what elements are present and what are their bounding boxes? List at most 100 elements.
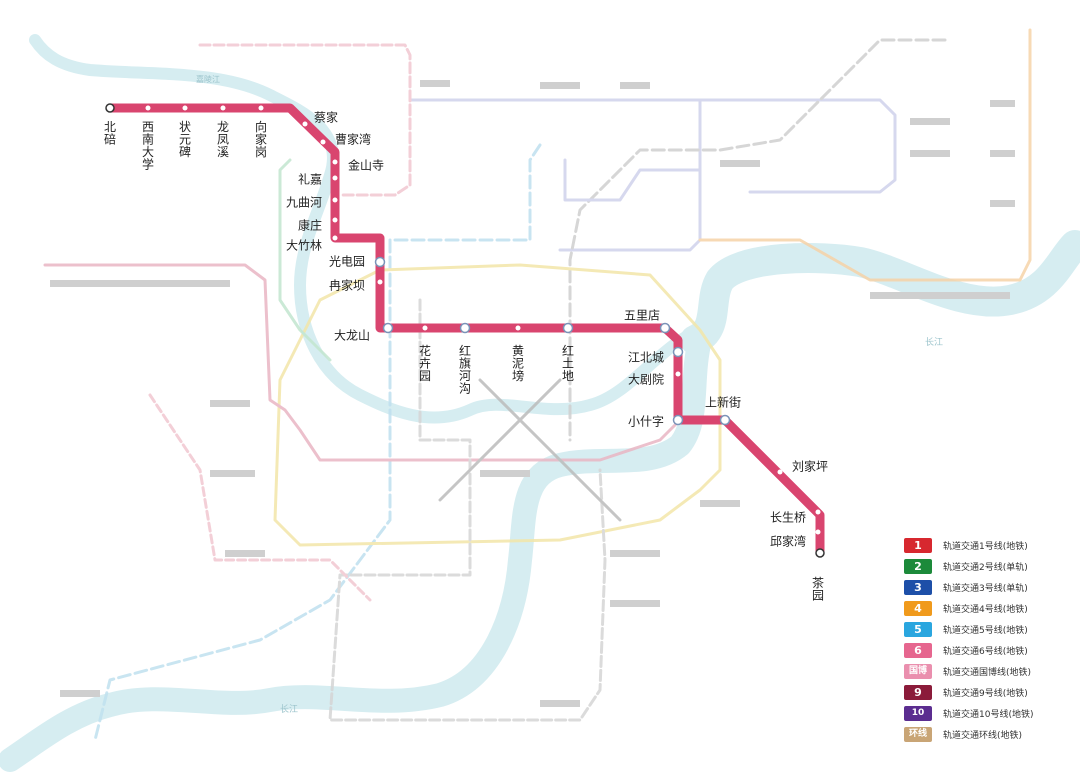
station-marker[interactable] xyxy=(377,279,383,285)
station-label: 康庄 xyxy=(298,218,322,233)
legend-item: 国博轨道交通国博线(地铁) xyxy=(904,661,1074,682)
station-marker[interactable] xyxy=(777,469,783,475)
bg-line-grey-center xyxy=(328,298,607,722)
station-label: 红土地 xyxy=(562,343,574,383)
station-label: 曹家湾 xyxy=(335,132,371,147)
station-marker[interactable] xyxy=(258,105,264,111)
bg-label-block xyxy=(910,118,950,125)
station-marker[interactable] xyxy=(332,217,338,223)
bg-label-block xyxy=(60,690,100,697)
bg-label-block xyxy=(540,700,580,707)
station-marker[interactable] xyxy=(422,325,428,331)
station-label: 冉家坝 xyxy=(329,278,365,293)
bg-label-block xyxy=(210,470,255,477)
background-labels xyxy=(50,80,1015,707)
station-label: 大剧院 xyxy=(628,373,664,387)
bg-line-pink-south xyxy=(148,393,372,602)
rivers: 长江 长江 嘉陵江 xyxy=(0,34,1080,772)
yangtze-river-east xyxy=(680,230,1080,355)
station-marker[interactable] xyxy=(672,414,684,426)
bg-label-block xyxy=(480,470,530,477)
station-marker[interactable] xyxy=(374,256,386,268)
station-marker[interactable] xyxy=(672,346,684,358)
station-label: 状元碑 xyxy=(179,120,191,159)
station-label: 黄泥塝 xyxy=(512,344,524,383)
legend-swatch: 1 xyxy=(904,538,932,553)
station-label: 蔡家 xyxy=(314,110,338,125)
station-label: 西南大学 xyxy=(142,120,154,172)
station-marker[interactable] xyxy=(332,235,338,241)
station-marker[interactable] xyxy=(382,322,394,334)
station-marker[interactable] xyxy=(675,371,681,377)
bg-label-block xyxy=(870,292,1010,299)
station-label: 花卉园 xyxy=(419,343,431,383)
station-label: 光电园 xyxy=(329,255,365,269)
station-marker[interactable] xyxy=(515,325,521,331)
bg-label-block xyxy=(720,160,760,167)
legend-label: 轨道交通6号线(地铁) xyxy=(943,647,1028,657)
river-label-yangtze-east: 长江 xyxy=(925,336,943,348)
bg-line-yellow-loop xyxy=(273,263,722,547)
legend-swatch: 5 xyxy=(904,622,932,637)
station-label: 刘家坪 xyxy=(792,459,828,474)
station-marker[interactable] xyxy=(659,322,671,334)
station-marker[interactable] xyxy=(459,322,471,334)
bg-label-block xyxy=(620,82,650,89)
line-6-track xyxy=(105,103,825,558)
bg-line-grey-diagonal xyxy=(438,378,622,522)
bg-label-block xyxy=(225,550,265,557)
legend-swatch: 2 xyxy=(904,559,932,574)
station-marker[interactable] xyxy=(105,103,115,113)
station-marker[interactable] xyxy=(182,105,188,111)
legend-swatch: 环线 xyxy=(904,727,932,742)
station-marker[interactable] xyxy=(815,509,821,515)
station-marker[interactable] xyxy=(332,197,338,203)
station-marker[interactable] xyxy=(815,529,821,535)
station-marker[interactable] xyxy=(332,175,338,181)
station-marker[interactable] xyxy=(562,322,574,334)
legend-item: 环线 轨道交通环线(地铁) xyxy=(904,724,1074,745)
station-label: 九曲河 xyxy=(286,196,322,210)
station-marker[interactable] xyxy=(815,548,825,558)
station-marker[interactable] xyxy=(302,121,308,127)
bg-label-block xyxy=(990,150,1015,157)
legend-item: 10 轨道交通10号线(地铁) xyxy=(904,703,1074,724)
station-marker[interactable] xyxy=(719,414,731,426)
bg-line-lavender-mid xyxy=(563,158,702,202)
station-marker[interactable] xyxy=(220,105,226,111)
station-label: 红旗河沟 xyxy=(459,343,471,396)
river-label-yangtze-south: 长江 xyxy=(280,703,298,715)
legend-swatch: 4 xyxy=(904,601,932,616)
bg-label-block xyxy=(910,150,950,157)
station-label: 大竹林 xyxy=(286,239,322,253)
legend-label: 轨道交通10号线(地铁) xyxy=(943,710,1034,720)
bg-label-block xyxy=(610,550,660,557)
bg-label-block xyxy=(420,80,450,87)
bg-line-rose-west xyxy=(43,263,682,462)
river-label-jialing: 嘉陵江 xyxy=(196,74,220,84)
station-label: 邱家湾 xyxy=(770,534,806,549)
bg-line-green-west xyxy=(278,158,332,362)
station-label: 礼嘉 xyxy=(298,172,322,187)
station-marker[interactable] xyxy=(145,105,151,111)
station-label: 五里店 xyxy=(624,309,660,323)
station-marker[interactable] xyxy=(320,139,326,145)
station-marker[interactable] xyxy=(332,159,338,165)
legend-label: 轨道交通2号线(单轨) xyxy=(943,563,1028,573)
jialing-river xyxy=(29,34,706,424)
station-label: 江北城 xyxy=(628,351,664,365)
yangtze-river-south xyxy=(0,328,712,772)
station-label: 北碚 xyxy=(104,120,116,147)
legend-swatch: 10 xyxy=(904,706,932,721)
bg-line-blue-main xyxy=(93,143,542,742)
station-label: 茶园 xyxy=(812,575,824,603)
legend-label: 轨道交通环线(地铁) xyxy=(943,731,1023,741)
bg-label-block xyxy=(990,100,1015,107)
